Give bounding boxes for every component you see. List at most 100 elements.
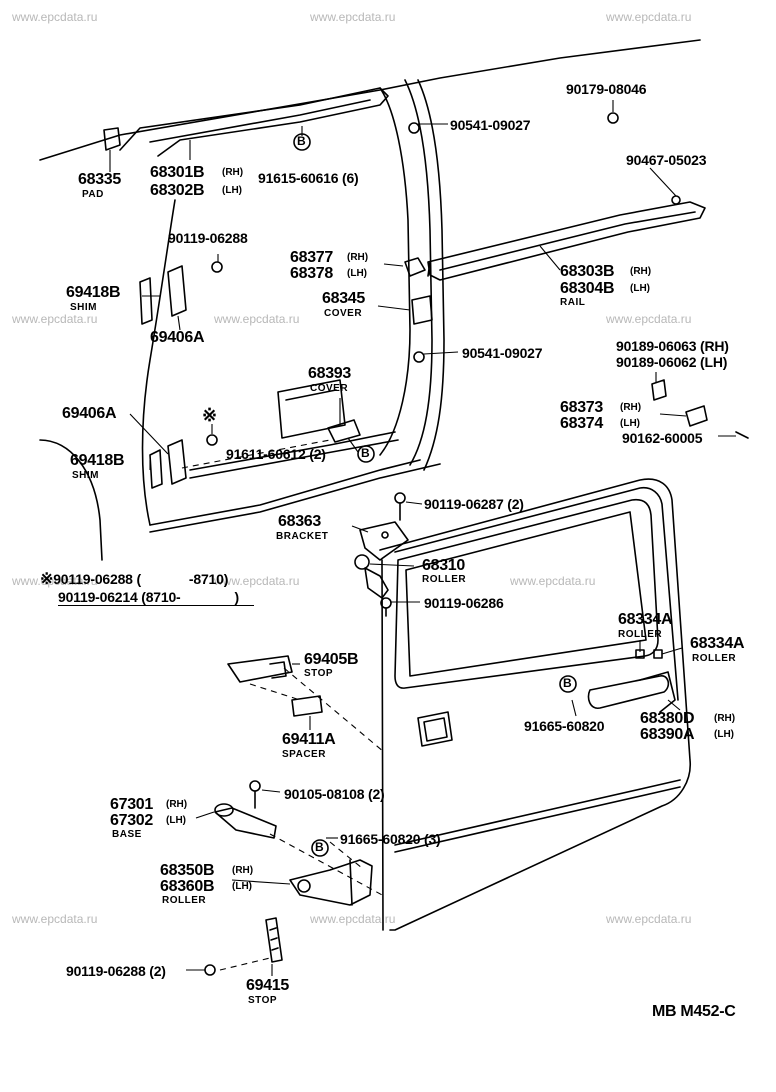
note-line-1: ※90119-06288 ( -8710) xyxy=(40,572,228,588)
part-67302-side: (LH) xyxy=(166,815,186,826)
part-68373-side: (RH) xyxy=(620,402,642,413)
part-90162: 90162-60005 xyxy=(622,430,703,446)
part-68334a-left: 68334A xyxy=(618,611,673,628)
part-68360b: 68360B xyxy=(160,878,215,895)
watermark: www.epcdata.ru xyxy=(310,912,396,926)
part-69406a-lower: 69406A xyxy=(62,405,117,422)
part-68334a-right-desc: ROLLER xyxy=(692,653,737,664)
part-68310: 68310 xyxy=(422,557,465,574)
part-68390a: 68390A xyxy=(640,726,695,743)
part-68302b: 68302B xyxy=(150,182,205,199)
part-69418b-lower: 69418B xyxy=(70,452,125,469)
part-68350b-side: (RH) xyxy=(232,865,254,876)
part-68345: 68345 xyxy=(322,290,365,307)
watermark: www.epcdata.ru xyxy=(310,10,396,24)
part-68377-side: (RH) xyxy=(347,252,369,263)
part-69418b-upper-desc: SHIM xyxy=(70,302,97,313)
part-90541-top: 90541-09027 xyxy=(450,117,531,133)
part-68335-desc: PAD xyxy=(82,189,104,200)
watermark: www.epcdata.ru xyxy=(214,312,300,326)
watermark: www.epcdata.ru xyxy=(214,574,300,588)
watermark: www.epcdata.ru xyxy=(12,312,98,326)
watermark: www.epcdata.ru xyxy=(12,10,98,24)
watermark: www.epcdata.ru xyxy=(12,574,98,588)
part-67301-side: (RH) xyxy=(166,799,188,810)
part-90119-06286: 90119-06286 xyxy=(424,595,504,611)
part-68377: 68377 xyxy=(290,249,333,266)
part-68310-desc: ROLLER xyxy=(422,574,467,585)
part-90467: 90467-05023 xyxy=(626,152,707,168)
part-68350b: 68350B xyxy=(160,862,215,879)
part-90105: 90105-08108 (2) xyxy=(284,786,385,802)
part-90189-06063: 90189-06063 (RH) xyxy=(616,338,729,354)
part-68303b: 68303B xyxy=(560,263,615,280)
part-68301b: 68301B xyxy=(150,164,205,181)
part-91665-triple: 91665-60820 (3) xyxy=(340,831,441,847)
part-68345-desc: COVER xyxy=(324,308,363,319)
part-91615: 91615-60616 (6) xyxy=(258,170,359,186)
part-91611: 91611-60612 (2) xyxy=(226,446,326,462)
part-68378-side: (LH) xyxy=(347,268,367,279)
part-69406a-upper: 69406A xyxy=(150,329,205,346)
part-68390a-side: (LH) xyxy=(714,729,734,740)
note-line-2: 90119-06214 (8710-) xyxy=(58,590,254,606)
callout-b: B xyxy=(361,446,370,460)
part-67302: 67302 xyxy=(110,812,153,829)
part-69405b: 69405B xyxy=(304,651,359,668)
part-69405b-desc: STOP xyxy=(304,668,334,679)
part-90119-06288-b: 90119-06288 (2) xyxy=(66,963,166,979)
part-68304b: 68304B xyxy=(560,280,615,297)
part-69415: 69415 xyxy=(246,977,289,994)
part-68363-desc: BRACKET xyxy=(276,531,329,542)
watermark: www.epcdata.ru xyxy=(510,574,596,588)
watermark: www.epcdata.ru xyxy=(606,10,692,24)
watermark: www.epcdata.ru xyxy=(606,312,692,326)
part-91665-single: 91665-60820 xyxy=(524,718,605,734)
note-1-pn: 90119-06288 ( xyxy=(53,571,141,587)
part-68335: 68335 xyxy=(78,171,121,188)
part-68360b-desc: ROLLER xyxy=(162,895,207,906)
part-68302b-side: (LH) xyxy=(222,185,242,196)
part-69418b-upper: 69418B xyxy=(66,284,121,301)
watermark: www.epcdata.ru xyxy=(606,912,692,926)
part-90189-06062: 90189-06062 (LH) xyxy=(616,354,728,370)
part-90179: 90179-08046 xyxy=(566,81,647,97)
part-68334a-right: 68334A xyxy=(690,635,745,652)
part-68303b-side: (RH) xyxy=(630,266,652,277)
part-68374: 68374 xyxy=(560,415,603,432)
watermark: www.epcdata.ru xyxy=(12,912,98,926)
part-68360b-side: (LH) xyxy=(232,881,252,892)
part-69411a-desc: SPACER xyxy=(282,749,326,760)
callout-b: B xyxy=(315,840,324,854)
note-1-range: -8710) xyxy=(188,571,229,587)
part-68393-desc: COVER xyxy=(310,383,349,394)
part-67301: 67301 xyxy=(110,796,153,813)
note-2-range: ) xyxy=(234,589,240,605)
figure-code: MB M452-C xyxy=(652,1003,736,1020)
part-69411a: 69411A xyxy=(282,731,336,748)
part-68304b-side: (LH) xyxy=(630,283,650,294)
part-68378: 68378 xyxy=(290,265,333,282)
part-68301b-side: (RH) xyxy=(222,167,244,178)
part-68304b-desc: RAIL xyxy=(560,297,586,308)
part-69418b-lower-desc: SHIM xyxy=(72,470,99,481)
part-69415-desc: STOP xyxy=(248,995,278,1006)
part-90119-06288-a: 90119-06288 xyxy=(168,230,248,246)
callout-b: B xyxy=(563,676,572,690)
callout-b: B xyxy=(297,134,306,148)
part-68363: 68363 xyxy=(278,513,321,530)
part-68393: 68393 xyxy=(308,365,351,382)
ref-mark: ※ xyxy=(202,405,218,425)
part-90541-lower: 90541-09027 xyxy=(462,345,543,361)
part-68380d: 68380D xyxy=(640,710,695,727)
ref-mark: ※ xyxy=(40,571,54,588)
part-90119-06287: 90119-06287 (2) xyxy=(424,496,524,512)
part-68334a-left-desc: ROLLER xyxy=(618,629,663,640)
part-68374-side: (LH) xyxy=(620,418,640,429)
part-67302-desc: BASE xyxy=(112,829,142,840)
note-2-pn: 90119-06214 (8710- xyxy=(58,589,181,605)
part-68373: 68373 xyxy=(560,399,603,416)
part-68380d-side: (RH) xyxy=(714,713,736,724)
